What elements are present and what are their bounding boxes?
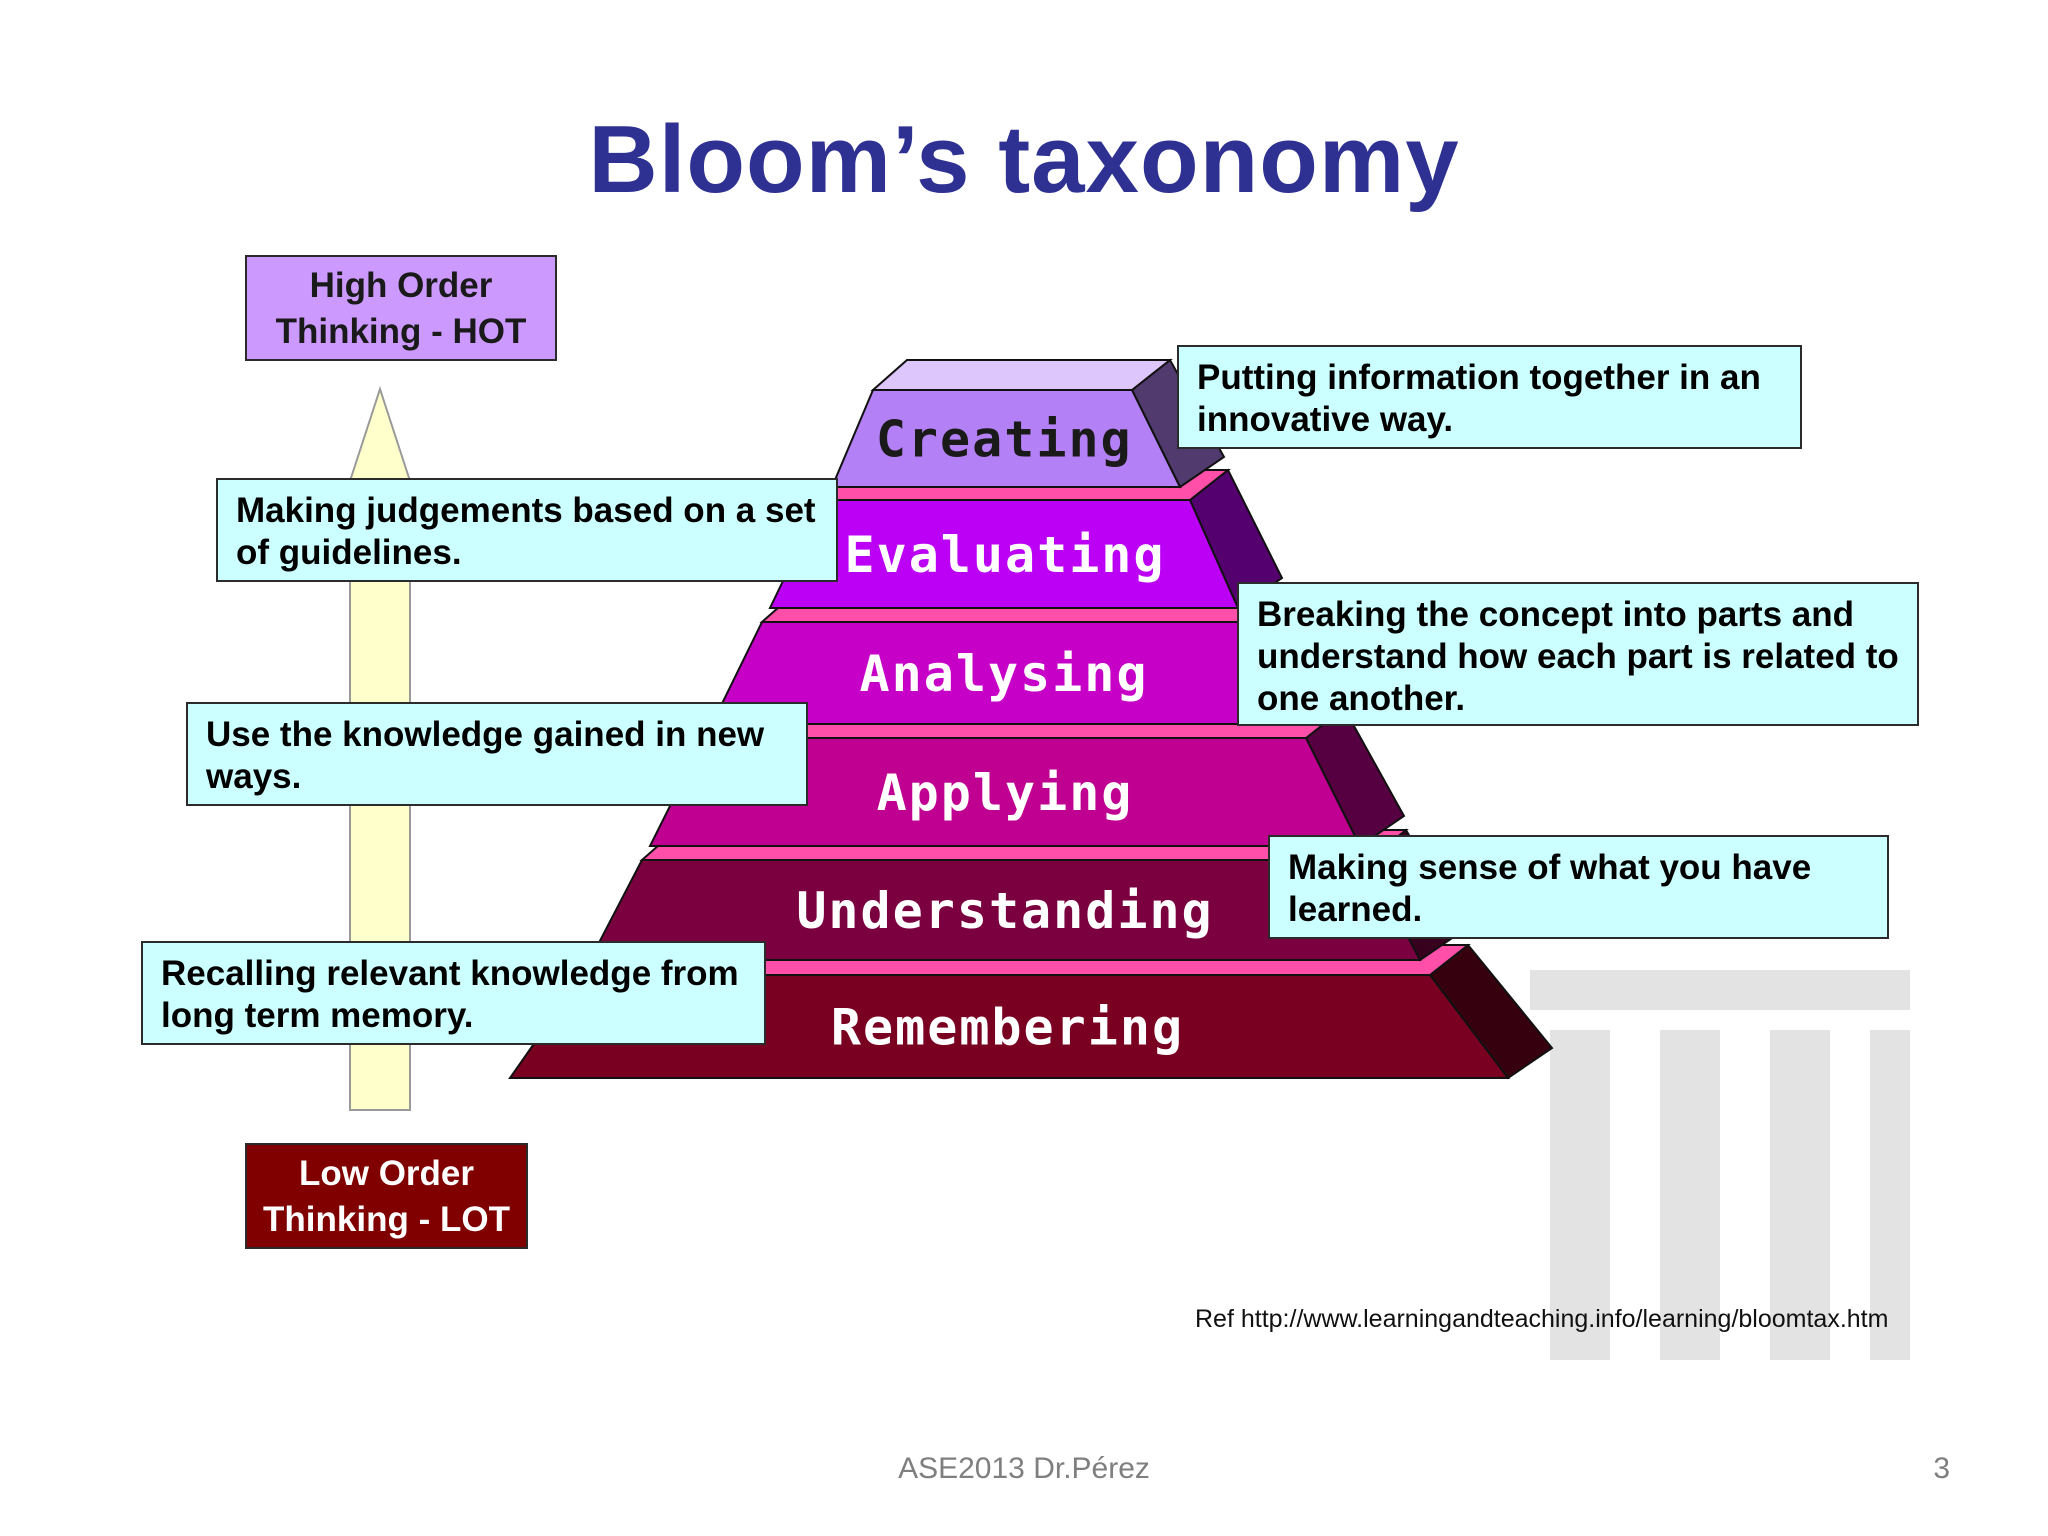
columns-watermark-icon — [1530, 970, 1910, 1360]
description-understanding: Making sense of what you have learned. — [1268, 835, 1889, 939]
description-remembering-line-2: long term memory. — [161, 996, 474, 1035]
low-order-thinking-label: Low Order Thinking - LOT — [245, 1143, 528, 1249]
description-understanding-line-1: Making sense of what you have — [1288, 848, 1812, 887]
description-understanding-line-2: learned. — [1288, 890, 1423, 929]
description-evaluating: Making judgements based on a set of guid… — [216, 478, 838, 582]
tier-front-face — [588, 859, 1422, 961]
lot-line-2: Thinking - LOT — [263, 1200, 510, 1239]
description-remembering: Recalling relevant knowledge from long t… — [141, 941, 766, 1045]
tier-label-understanding: Understanding — [796, 882, 1213, 940]
hot-line-2: Thinking - HOT — [275, 312, 527, 351]
description-applying-line-2: ways. — [206, 757, 302, 796]
description-analysing-line-3: one another. — [1257, 679, 1466, 718]
hot-line-1: High Order — [309, 266, 493, 305]
description-applying-line-1: Use the knowledge gained in new — [206, 715, 765, 754]
description-creating: Putting information together in an innov… — [1177, 345, 1802, 449]
tier-top-ledge — [870, 359, 1173, 391]
slide-title: Bloom’s taxonomy — [588, 106, 1460, 213]
description-analysing-line-2: understand how each part is related to — [1257, 637, 1899, 676]
description-analysing: Breaking the concept into parts and unde… — [1237, 582, 1919, 726]
tier-label-evaluating: Evaluating — [844, 526, 1165, 584]
description-creating-line-2: innovative way. — [1197, 400, 1454, 439]
description-analysing-line-1: Breaking the concept into parts and — [1257, 595, 1855, 634]
tier-label-analysing: Analysing — [860, 645, 1149, 703]
tier-label-remembering: Remembering — [831, 999, 1184, 1057]
reference-url: Ref http://www.learningandteaching.info/… — [1195, 1305, 1889, 1333]
description-applying: Use the knowledge gained in new ways. — [186, 702, 808, 806]
lot-line-1: Low Order — [298, 1154, 475, 1193]
description-evaluating-line-1: Making judgements based on a set — [236, 491, 816, 530]
pyramid-tier-applying: Applying — [648, 706, 1406, 848]
description-evaluating-line-2: of guidelines. — [236, 533, 462, 572]
tier-label-applying: Applying — [877, 764, 1134, 822]
description-creating-line-1: Putting information together in an — [1197, 358, 1761, 397]
high-order-thinking-label: High Order Thinking - HOT — [245, 255, 557, 361]
pyramid-tier-evaluating: Evaluating — [768, 468, 1284, 610]
tier-front-face — [830, 389, 1182, 488]
pyramid-tier-creating: Creating — [830, 358, 1226, 489]
tier-label-creating: Creating — [876, 411, 1133, 469]
description-remembering-line-1: Recalling relevant knowledge from — [161, 954, 739, 993]
page-number: 3 — [1933, 1452, 1950, 1485]
slide-footer: ASE2013 Dr.Pérez — [898, 1452, 1150, 1485]
